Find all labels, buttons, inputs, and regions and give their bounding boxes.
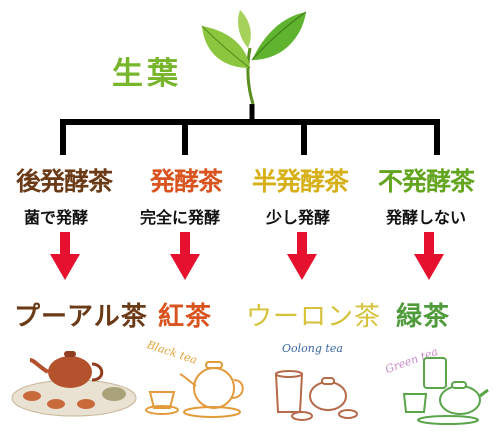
root-label: 生葉 [112,56,182,92]
green-teaset-icon [402,357,489,425]
tea-name-oolong: ウーロン茶 [246,302,382,332]
tea-name-puer: プーアル茶 [14,302,148,332]
category-label-fermented: 発酵茶 [150,167,223,196]
category-label-post-fermented: 後発酵茶 [16,167,113,196]
category-label-semi-fermented: 半発酵茶 [252,167,349,196]
puer-teaset-icon [11,351,137,417]
oolong-teaset-icon [274,370,358,421]
black-teaset-icon [145,361,244,418]
category-label-unfermented: 不発酵茶 [378,167,475,196]
category-desc-semi-fermented: 少し発酵 [266,208,331,227]
category-desc-fermented: 完全に発酵 [140,208,221,227]
category-desc-unfermented: 発酵しない [386,208,467,227]
arrow-down-icon [414,232,444,280]
arrow-down-icon [287,232,317,280]
category-desc-post-fermented: 菌で発酵 [24,208,89,227]
tea-leaf-icon [201,10,307,105]
tea-name-black: 紅茶 [158,302,213,332]
tea-name-green: 緑茶 [396,302,451,332]
tag-oolong-tea: Oolong tea [282,342,343,355]
arrow-down-icon [50,232,80,280]
arrow-down-icon [170,232,200,280]
